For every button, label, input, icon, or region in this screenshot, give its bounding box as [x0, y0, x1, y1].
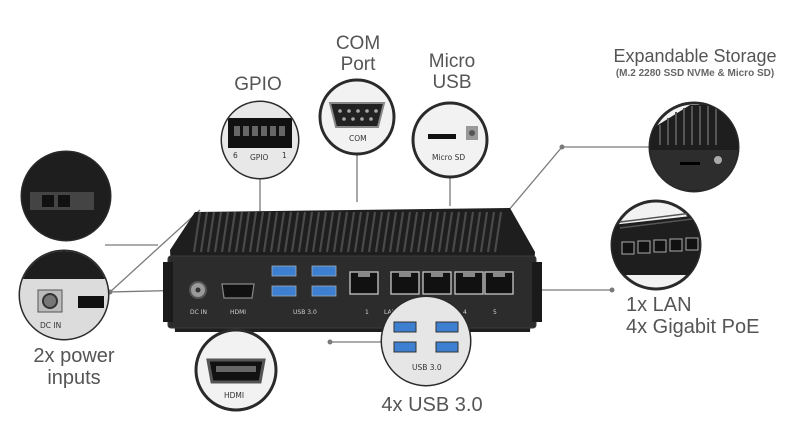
port-label-lan-4: 4	[463, 309, 467, 316]
heatsink-fin	[360, 211, 370, 253]
heatsink-fin	[339, 211, 349, 253]
micro-usb-callout-label: Micro USB	[428, 51, 476, 94]
expandable-storage-sub-label: (M.2 2280 SSD NVMe & Micro SD)	[615, 68, 775, 79]
heatsink-fin	[283, 211, 293, 253]
heatsink-fin	[192, 211, 202, 253]
micro-sd-detail-label: Micro SD	[432, 153, 465, 162]
heatsink-fin	[409, 211, 419, 253]
heatsink-fin	[451, 211, 461, 253]
power-detail-circle-bottom: DC IN	[18, 249, 110, 341]
heatsink-fin	[388, 211, 398, 253]
com-detail-circle: COM	[318, 78, 396, 156]
power-inputs-callout-label: 2x power inputs	[33, 345, 115, 390]
heatsink-fin	[269, 211, 279, 253]
heatsink-fin	[199, 211, 209, 253]
lan-detail-circle	[610, 199, 702, 291]
power-detail-circle-top	[20, 150, 112, 242]
heatsink-fin	[458, 211, 468, 253]
micro-usb-detail-circle: Micro SD	[411, 101, 489, 179]
heatsink-fin	[465, 211, 475, 253]
mini-pc-body: DC IN HDMI USB 3.0 1 LAN 4 5	[163, 208, 542, 332]
heatsink-fin	[479, 211, 489, 253]
com-detail-label: COM	[349, 134, 367, 143]
heatsink-fin	[227, 211, 237, 253]
heatsink-fin	[325, 211, 335, 253]
port-label-lan-1: 1	[365, 309, 369, 316]
heatsink-fin	[416, 211, 426, 253]
gpio-callout-label: GPIO	[234, 74, 282, 95]
lan-port-clip	[463, 272, 475, 277]
heatsink-fin	[311, 211, 321, 253]
heatsink-fin	[437, 211, 447, 253]
gpio-pin-6-label: 6	[233, 151, 238, 160]
heatsink-fin	[367, 211, 377, 253]
heatsink-fin	[353, 211, 363, 253]
heatsink-fin	[444, 211, 454, 253]
expandable-storage-callout-label: Expandable Storage	[613, 46, 777, 66]
lan-port-clip	[493, 272, 505, 277]
heatsink-fin	[374, 211, 384, 253]
heatsink-fin	[234, 211, 244, 253]
port-label-lan: LAN	[384, 309, 396, 316]
heatsink-fin	[304, 211, 314, 253]
hdmi-detail-circle: HDMI	[194, 328, 278, 412]
heatsink-fin	[248, 211, 258, 253]
heatsink-fin	[486, 211, 496, 253]
heatsink-fin	[276, 211, 286, 253]
heatsink-fin	[346, 211, 356, 253]
gpio-detail-label: GPIO	[250, 153, 269, 162]
heatsink-fin	[213, 211, 223, 253]
port-label-lan-5: 5	[493, 309, 497, 316]
heatsink-fin	[430, 211, 440, 253]
heatsink-fin	[220, 211, 230, 253]
heatsink-fin	[241, 211, 251, 253]
heatsink-fin	[206, 211, 216, 253]
port-label-dc-in: DC IN	[190, 309, 207, 316]
heatsink-fin	[381, 211, 391, 253]
heatsink-fin	[255, 211, 265, 253]
lan-port-clip	[358, 272, 370, 277]
lan-port-clip	[399, 272, 411, 277]
heatsink-fin	[332, 211, 342, 253]
storage-detail-circle	[648, 101, 740, 193]
heatsink-fin	[493, 211, 503, 253]
heatsink-fin	[402, 211, 412, 253]
gpio-detail-circle: 6 GPIO 1	[220, 100, 300, 180]
usb-detail-circle: USB 3.0	[380, 295, 472, 387]
lan-port-clip	[431, 272, 443, 277]
port-label-usb: USB 3.0	[293, 309, 317, 316]
heatsink-fin	[423, 211, 433, 253]
gpio-pin-1-label: 1	[282, 151, 287, 160]
usb-callout-label: 4x USB 3.0	[381, 394, 483, 416]
heatsink-fin	[318, 211, 328, 253]
com-port-callout-label: COM Port	[335, 33, 381, 76]
usb-detail-label: USB 3.0	[412, 363, 442, 372]
heatsink-fin	[472, 211, 482, 253]
port-label-hdmi: HDMI	[230, 309, 246, 316]
heatsink-fin	[395, 211, 405, 253]
heatsink-fin	[290, 211, 300, 253]
heatsink-fin	[262, 211, 272, 253]
heatsink-fin	[297, 211, 307, 253]
hdmi-detail-label: HDMI	[224, 391, 244, 400]
lan-callout-label: 1x LAN 4x Gigabit PoE	[626, 294, 760, 339]
dc-in-detail-label: DC IN	[40, 321, 61, 330]
